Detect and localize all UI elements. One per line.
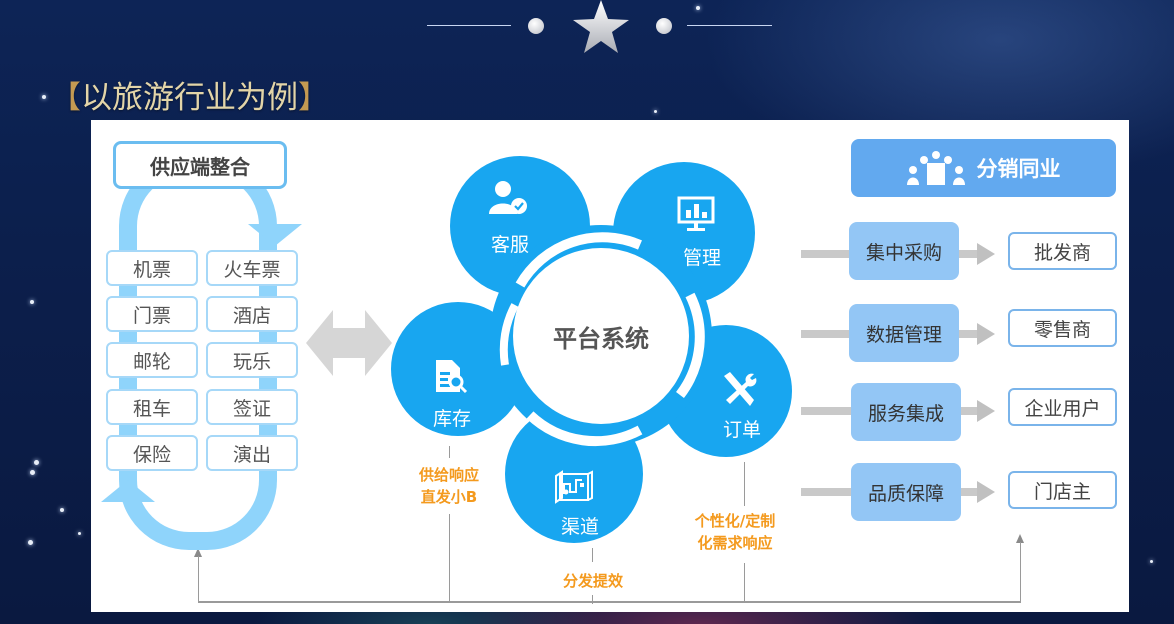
row-line-in (801, 330, 853, 338)
star-icon (573, 0, 629, 53)
row-arrow-icon (977, 481, 995, 503)
background-star (28, 540, 33, 545)
title-bracket-close: 】 (298, 80, 329, 116)
supply-item-flight: 机票 (106, 250, 198, 286)
target-store-owner: 门店主 (1008, 471, 1117, 509)
background-star (78, 532, 81, 535)
supply-item-visa: 签证 (206, 389, 298, 425)
distribution-title: 分销同业 (976, 157, 1061, 181)
note-order-line1: 个性化/定制 (694, 512, 776, 530)
petal-label-inventory: 库存 (432, 408, 471, 430)
row-line-in (801, 488, 853, 496)
feedback-right-arrowhead (1016, 534, 1024, 543)
note-order: 个性化/定制 化需求响应 (680, 510, 790, 554)
note-inventory: 供给响应 直发小B (406, 464, 492, 508)
supply-item-cruise: 邮轮 (106, 342, 198, 378)
document-search-icon (436, 360, 468, 394)
row-line-out (961, 407, 977, 415)
background-star (30, 300, 34, 304)
supply-item-insurance: 保险 (106, 435, 198, 471)
supply-item-hotel: 酒店 (206, 296, 298, 332)
ornament-line-left (427, 25, 511, 26)
title-text: 以旅游行业为例 (81, 80, 298, 116)
loop-arrowhead-up (101, 480, 155, 502)
background-star (1150, 560, 1153, 563)
monitor-chart-icon (677, 196, 715, 231)
ornament-dot-left (528, 18, 544, 34)
distribution-header: 分销同业 (851, 139, 1116, 197)
ornament-line-right (687, 25, 772, 26)
page-title: 【以旅游行业为例】 (50, 72, 329, 117)
connector-inventory-top (449, 446, 450, 458)
row-line-in (801, 250, 853, 258)
row-line-out (959, 250, 977, 258)
target-wholesaler: 批发商 (1008, 232, 1117, 270)
background-star (696, 6, 700, 10)
group-meeting-icon (906, 151, 965, 185)
supply-integration-title: 供应端整合 (113, 141, 287, 189)
background-star (30, 470, 35, 475)
row-arrow-icon (977, 400, 995, 422)
target-enterprise-user: 企业用户 (1008, 388, 1117, 426)
loop-arrowhead-down (248, 224, 302, 246)
note-order-line2: 化需求响应 (697, 534, 773, 552)
swirl-decoration (499, 232, 705, 447)
feedback-bottom-line (198, 601, 1021, 603)
petal-label-order: 订单 (722, 419, 761, 441)
row-arrow-icon (977, 323, 995, 345)
background-star (34, 460, 39, 465)
user-check-icon (489, 181, 527, 214)
supply-item-car-rental: 租车 (106, 389, 198, 425)
feedback-left-arrowhead (194, 548, 202, 557)
connector-order (744, 563, 745, 602)
note-inventory-line2: 直发小B (420, 488, 478, 506)
row-arrow-icon (977, 243, 995, 265)
petal-label-channel: 渠道 (560, 516, 599, 538)
function-data-management: 数据管理 (849, 304, 959, 362)
connector-order-top (744, 462, 745, 506)
title-bracket-open: 【 (50, 80, 81, 116)
ornament-dot-right (656, 18, 672, 34)
background-star (42, 95, 46, 99)
supply-item-train: 火车票 (206, 250, 298, 286)
tools-icon (724, 372, 757, 406)
background-star (654, 110, 657, 113)
background-star (60, 508, 64, 512)
target-retailer: 零售商 (1008, 309, 1117, 347)
platform-system-center: 平台系统 (532, 267, 670, 405)
connector-channel-top (592, 548, 593, 562)
supply-item-fun: 玩乐 (206, 342, 298, 378)
map-icon (555, 470, 593, 504)
row-line-out (961, 488, 977, 496)
row-line-out (959, 330, 977, 338)
connector-inventory (449, 514, 450, 602)
note-channel: 分发提效 (552, 570, 634, 592)
feedback-right-vertical (1020, 542, 1021, 602)
row-line-in (801, 407, 853, 415)
bidirectional-arrow-icon (306, 310, 392, 376)
supply-item-show: 演出 (206, 435, 298, 471)
function-service-integration: 服务集成 (851, 383, 961, 441)
petal-label-management: 管理 (682, 247, 721, 269)
supply-item-ticket: 门票 (106, 296, 198, 332)
feedback-left-vertical (198, 556, 199, 602)
function-quality-assurance: 品质保障 (851, 463, 961, 521)
petal-label-service: 客服 (490, 234, 529, 256)
function-centralized-purchase: 集中采购 (849, 222, 959, 280)
note-inventory-line1: 供给响应 (418, 466, 479, 484)
connector-channel (592, 595, 593, 604)
